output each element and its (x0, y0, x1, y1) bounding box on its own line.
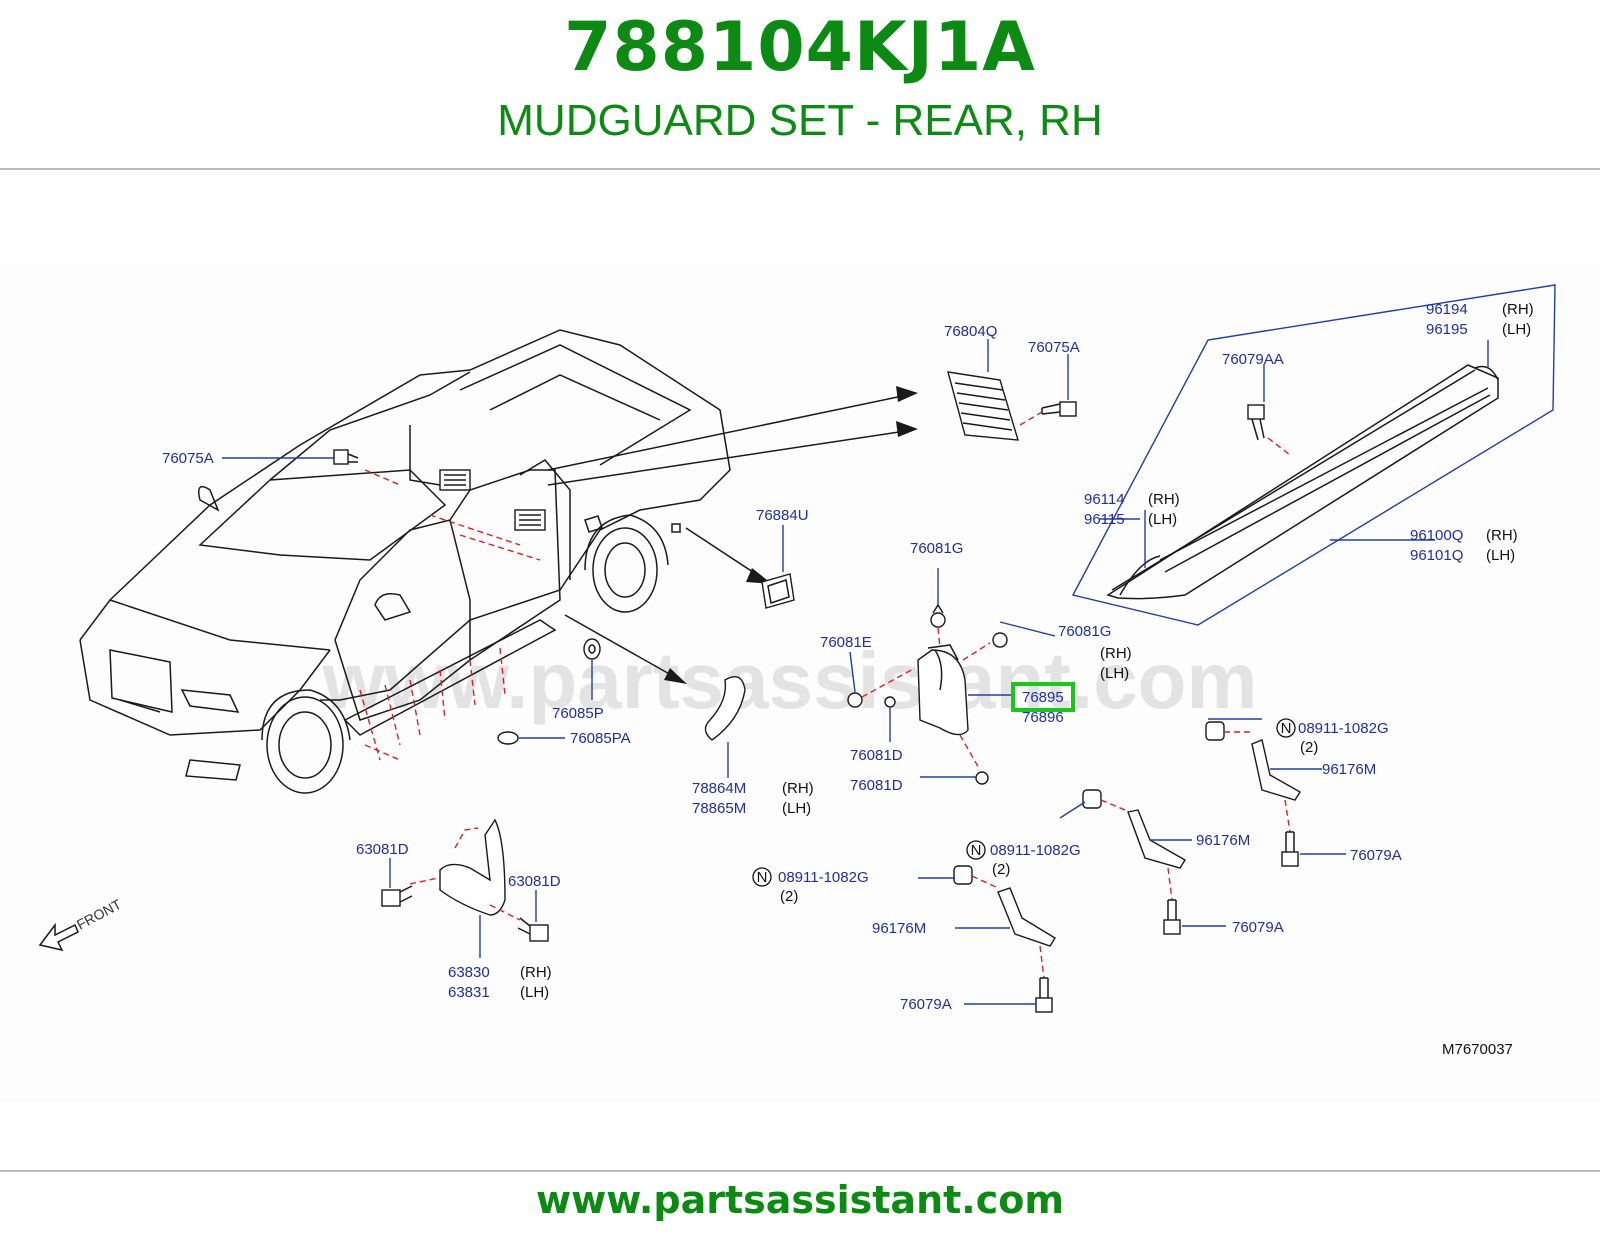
side-96194: (RH) (1502, 301, 1534, 318)
step-board-assembly (1071, 284, 1556, 626)
label-76085PA[interactable]: 76085PA (570, 730, 631, 747)
label-76081D-a[interactable]: 76081D (850, 747, 903, 764)
front-mudguard-63830 (381, 818, 549, 942)
vent-grille-76804Q (947, 371, 1077, 441)
side-63831: (LH) (520, 984, 549, 1001)
label-76804Q[interactable]: 76804Q (944, 323, 997, 340)
protector-78864M (704, 676, 746, 741)
label-96194[interactable]: 96194 (1426, 301, 1468, 318)
label-96114[interactable]: 96114 (1084, 491, 1125, 508)
label-96115[interactable]: 96115 (1084, 511, 1125, 528)
label-76075A-top[interactable]: 76075A (1028, 339, 1080, 356)
diagram-code: M7670037 (1442, 1041, 1513, 1058)
label-76079AA[interactable]: 76079AA (1222, 351, 1284, 368)
diagram-canvas: www.partsassistant.com (38, 284, 1556, 1058)
label-76079A-mid[interactable]: 76079A (1232, 919, 1284, 936)
label-76075A-left[interactable]: 76075A (162, 450, 214, 467)
leader-arrow-vent-2 (547, 429, 913, 486)
label-96176M-left[interactable]: 96176M (872, 920, 926, 937)
side-96100Q: (RH) (1486, 527, 1518, 544)
label-63081D-a[interactable]: 63081D (356, 841, 409, 858)
seal-plate-76884U (761, 573, 795, 609)
washer-76085P (583, 638, 601, 660)
mudguard-rear-76895 (847, 603, 1008, 785)
leader-arrow-protector (564, 614, 681, 681)
label-76895[interactable]: 76895 (1022, 689, 1064, 706)
label-76081G-right[interactable]: 76081G (1058, 623, 1111, 640)
highlight-box-76895 (1011, 682, 1075, 712)
label-76085P[interactable]: 76085P (552, 705, 604, 722)
label-08911-left[interactable]: 08911-1082G (778, 869, 869, 886)
label-78864M[interactable]: 78864M (692, 780, 746, 797)
label-76081D-b[interactable]: 76081D (850, 777, 903, 794)
label-76081E[interactable]: 76081E (820, 634, 872, 651)
side-78865M: (LH) (782, 800, 811, 817)
svg-text:N: N (971, 842, 982, 859)
truck-illustration (79, 329, 731, 794)
qty-08911-right: (2) (1300, 739, 1318, 756)
label-96101Q[interactable]: 96101Q (1410, 547, 1463, 564)
part-description: MUDGUARD SET - REAR, RH (497, 96, 1103, 145)
svg-text:N: N (757, 869, 768, 886)
leader-arrow-vent-1 (547, 393, 913, 471)
label-78865M[interactable]: 78865M (692, 800, 746, 817)
label-76079A-right[interactable]: 76079A (1350, 847, 1402, 864)
qty-08911-mid: (2) (992, 861, 1010, 878)
parts-diagram: www.partsassistant.com (0, 262, 1600, 1102)
side-96195: (LH) (1502, 321, 1531, 338)
label-63081D-b[interactable]: 63081D (508, 873, 561, 890)
front-direction-arrow: FRONT (38, 896, 124, 952)
side-96115: (LH) (1148, 511, 1177, 528)
n-mark-right: N (1276, 718, 1296, 738)
label-63830[interactable]: 63830 (448, 964, 490, 981)
qty-08911-left: (2) (780, 888, 798, 905)
label-76081G-top[interactable]: 76081G (910, 540, 963, 557)
label-76896[interactable]: 76896 (1022, 709, 1064, 726)
footer-website-link[interactable]: www.partsassistant.com (536, 1178, 1064, 1222)
side-78864M: (RH) (782, 780, 814, 797)
label-96176M-right[interactable]: 96176M (1322, 761, 1376, 778)
side-63830: (RH) (520, 964, 552, 981)
side-76895: (RH) (1100, 645, 1132, 662)
front-label: FRONT (74, 896, 124, 933)
label-63831[interactable]: 63831 (448, 984, 490, 1001)
bracket-left-96176M (953, 865, 1056, 1013)
label-96195[interactable]: 96195 (1426, 321, 1468, 338)
label-08911-right[interactable]: 08911-1082G (1298, 720, 1389, 737)
label-76079A-bottom[interactable]: 76079A (900, 996, 952, 1013)
part-number-title: 788104KJ1A (564, 8, 1036, 87)
side-96114: (RH) (1148, 491, 1180, 508)
label-96100Q[interactable]: 96100Q (1410, 527, 1463, 544)
side-76896: (LH) (1100, 665, 1129, 682)
label-96176M-mid[interactable]: 96176M (1196, 832, 1250, 849)
side-96101Q: (LH) (1486, 547, 1515, 564)
watermark-text: www.partsassistant.com (321, 636, 1257, 725)
label-08911-mid[interactable]: 08911-1082G (990, 842, 1081, 859)
n-mark-mid: N (966, 840, 986, 860)
n-mark-left: N (752, 867, 772, 887)
washer-76085PA (497, 731, 519, 745)
svg-text:N: N (1281, 720, 1292, 737)
page-header: 788104KJ1A MUDGUARD SET - REAR, RH (0, 0, 1600, 170)
footer-divider (0, 1170, 1600, 1172)
header-divider (0, 168, 1600, 170)
bracket-mid-96176M (1082, 789, 1186, 935)
bracket-right-96176M (1205, 721, 1301, 867)
bolt-76075A-left (333, 449, 359, 465)
label-76884U[interactable]: 76884U (756, 507, 809, 524)
